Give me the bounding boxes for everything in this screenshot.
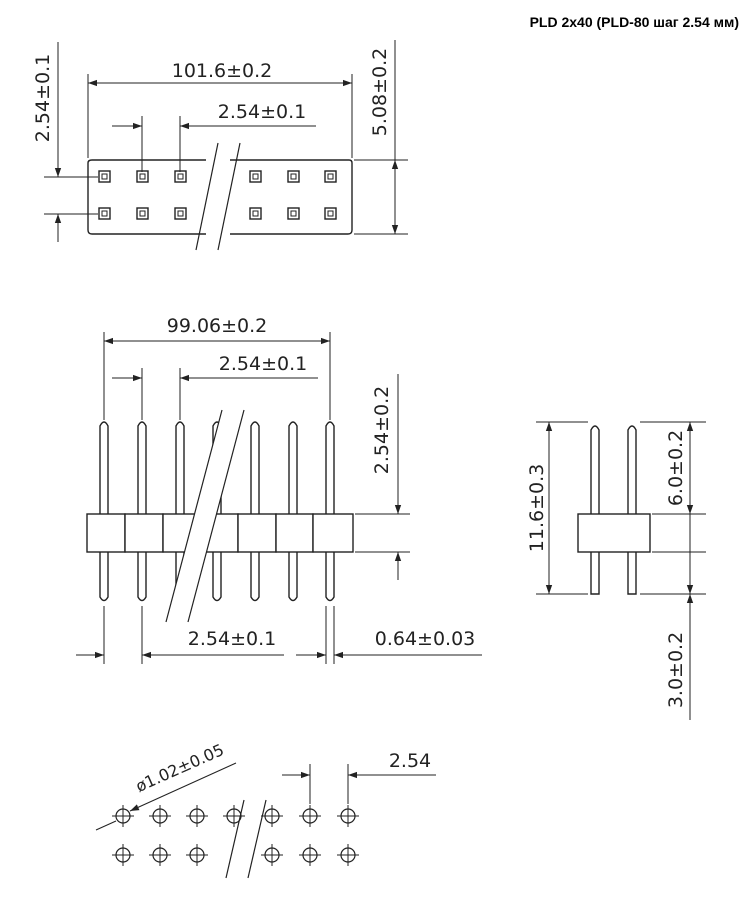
dim-top-pitch-label: 2.54±0.1 — [218, 101, 306, 123]
dim-side-total-label: 11.6±0.3 — [526, 464, 548, 552]
footprint-hole — [149, 805, 171, 827]
dim-front-span-label: 99.06±0.2 — [167, 315, 268, 337]
footprint-hole — [149, 844, 171, 866]
footprint-hole — [261, 805, 283, 827]
dim-front-pitch: 2.54±0.1 — [112, 353, 318, 420]
footprint-hole — [261, 844, 283, 866]
dim-front-bottom-pitch-label: 2.54±0.1 — [188, 628, 276, 650]
dim-top-width-label: 5.08±0.2 — [369, 48, 391, 136]
dim-hole-diameter: ø1.02±0.05 — [95, 740, 237, 831]
pin-square — [287, 207, 300, 220]
top-view-body — [87, 142, 353, 251]
pin-square — [98, 170, 111, 183]
pin-square — [324, 207, 337, 220]
dim-front-pitch-label: 2.54±0.1 — [219, 353, 307, 375]
dim-front-span: 99.06±0.2 — [103, 315, 331, 420]
drawing-title: PLD 2x40 (PLD-80 шаг 2.54 мм) — [529, 14, 739, 30]
pin — [325, 421, 335, 602]
footprint-hole — [186, 805, 208, 827]
dim-hole-diameter-label: ø1.02±0.05 — [133, 740, 227, 796]
dim-footprint-pitch: 2.54 — [282, 750, 436, 804]
top-view: 101.6±0.2 2.54±0.1 2.54±0.1 5.08±0.2 — [32, 40, 408, 251]
side-view-body — [577, 513, 651, 553]
pin-square — [249, 170, 262, 183]
footprint-hole — [112, 844, 134, 866]
footprint-holes — [112, 805, 359, 866]
dim-front-pin-width-label: 0.64±0.03 — [375, 628, 476, 650]
dim-side-upper: 6.0±0.2 — [640, 421, 706, 553]
footprint: ø1.02±0.05 2.54 — [95, 740, 436, 879]
dim-side-lower-label: 3.0±0.2 — [665, 632, 687, 708]
front-view-body — [86, 513, 354, 553]
pin-square — [249, 207, 262, 220]
dim-top-row-pitch: 2.54±0.1 — [32, 42, 98, 242]
dim-top-pitch: 2.54±0.1 — [112, 101, 316, 172]
dim-side-total: 11.6±0.3 — [526, 421, 588, 595]
pin — [288, 421, 298, 602]
dim-front-pin-top-label: 2.54±0.2 — [371, 386, 393, 474]
dim-footprint-pitch-label: 2.54 — [389, 750, 431, 772]
footprint-break — [225, 799, 267, 879]
pin — [137, 421, 147, 602]
pin — [99, 421, 109, 602]
dim-top-row-pitch-label: 2.54±0.1 — [32, 54, 54, 142]
footprint-hole — [112, 805, 134, 827]
dim-front-pin-top: 2.54±0.2 — [355, 374, 410, 580]
pin-square — [136, 170, 149, 183]
pin-square — [98, 207, 111, 220]
pin-square — [136, 207, 149, 220]
dim-top-length-label: 101.6±0.2 — [172, 60, 273, 82]
pin — [627, 425, 637, 595]
footprint-hole — [337, 805, 359, 827]
front-view: 99.06±0.2 2.54±0.1 2.54±0.2 2.54±0.1 — [76, 315, 482, 664]
dim-front-pin-width: 0.64±0.03 — [296, 606, 482, 664]
pin-square — [174, 207, 187, 220]
footprint-hole — [299, 844, 321, 866]
pin — [250, 421, 260, 602]
dim-top-length: 101.6±0.2 — [87, 60, 353, 158]
pin — [590, 425, 600, 595]
side-view: 11.6±0.3 6.0±0.2 3.0±0.2 — [526, 421, 706, 720]
pin-square — [174, 170, 187, 183]
dim-side-upper-label: 6.0±0.2 — [665, 430, 687, 506]
dim-side-lower: 3.0±0.2 — [640, 552, 706, 720]
footprint-hole — [186, 844, 208, 866]
pin-square — [287, 170, 300, 183]
front-view-break — [165, 409, 245, 623]
footprint-hole — [299, 805, 321, 827]
dim-top-width: 5.08±0.2 — [354, 40, 408, 235]
footprint-hole — [223, 805, 245, 827]
footprint-hole — [337, 844, 359, 866]
pin-square — [324, 170, 337, 183]
dim-front-bottom-pitch: 2.54±0.1 — [76, 606, 284, 664]
top-view-pin-squares — [98, 170, 337, 220]
